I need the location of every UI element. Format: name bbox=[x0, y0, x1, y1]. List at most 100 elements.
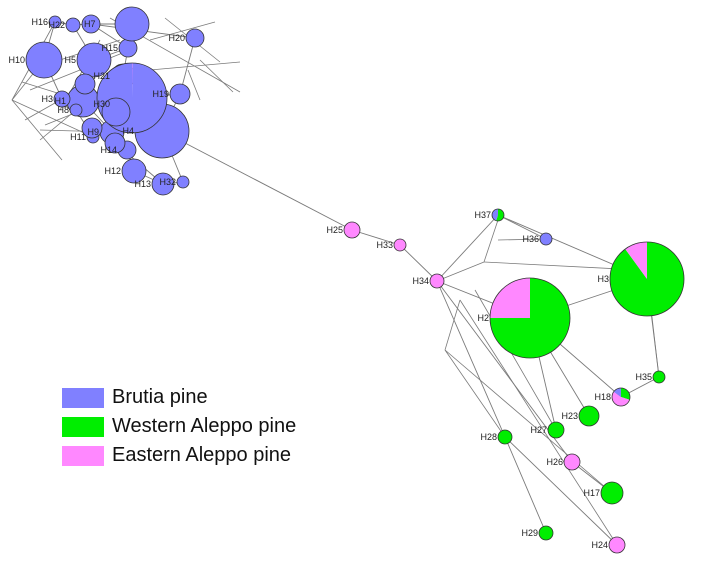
mesh-line-7 bbox=[149, 61, 241, 71]
legend-item-western: Western Aleppo pine bbox=[62, 412, 296, 441]
node-outline bbox=[600, 481, 624, 505]
node-outline bbox=[76, 42, 112, 78]
pie-slice-brutia bbox=[26, 42, 62, 78]
haplotype-node-h34 bbox=[429, 273, 445, 289]
pie-slice-brutia bbox=[115, 7, 149, 41]
link-line-5 bbox=[444, 349, 613, 494]
node-outline bbox=[609, 241, 685, 317]
haplotype-node-h36 bbox=[539, 232, 553, 246]
node-label-h33: H33 bbox=[376, 240, 393, 250]
node-label-h5: H5 bbox=[64, 55, 76, 65]
node-label-h22: H22 bbox=[48, 20, 65, 30]
pie-slice-western bbox=[621, 388, 630, 400]
node-outline bbox=[53, 90, 71, 108]
pie-slice-brutia bbox=[82, 118, 102, 138]
node-outline bbox=[25, 41, 63, 79]
haplotype-node-h35 bbox=[652, 370, 666, 384]
pie-slice-brutia bbox=[54, 91, 70, 107]
edge-H34-H28 bbox=[436, 280, 506, 438]
link-line-8 bbox=[497, 238, 547, 241]
node-label-h17: H17 bbox=[583, 488, 600, 498]
node-outline bbox=[491, 208, 505, 222]
node-outline bbox=[176, 175, 190, 189]
mesh-line-15 bbox=[11, 99, 63, 161]
network-nodes bbox=[25, 6, 685, 554]
node-label-h8: H8 bbox=[57, 105, 69, 115]
haplotype-node-h8 bbox=[69, 103, 83, 117]
node-outline bbox=[538, 525, 554, 541]
haplotype-node-h26 bbox=[563, 453, 581, 471]
edge-H37-H36 bbox=[497, 214, 547, 240]
pie-slice-western bbox=[601, 482, 623, 504]
node-outline bbox=[81, 117, 103, 139]
legend-item-brutia: Brutia pine bbox=[62, 383, 296, 412]
pie-slice-brutia bbox=[70, 104, 82, 116]
mesh-line-14 bbox=[187, 69, 201, 101]
haplotype-node-h19 bbox=[169, 83, 191, 105]
haplotype-node-h20 bbox=[185, 28, 205, 48]
node-outline bbox=[81, 14, 101, 34]
node-outline bbox=[69, 103, 83, 117]
haplotype-node-hb3 bbox=[101, 97, 131, 127]
edge-H34-H37 bbox=[436, 214, 499, 282]
link-line-7 bbox=[474, 289, 557, 431]
node-outline bbox=[393, 238, 407, 252]
node-label-h27: H27 bbox=[530, 425, 547, 435]
link-line-0 bbox=[436, 261, 485, 282]
node-outline bbox=[429, 273, 445, 289]
haplotype-node-h22 bbox=[65, 17, 81, 33]
node-outline bbox=[652, 370, 666, 384]
pie-slice-western bbox=[610, 242, 685, 317]
node-outline bbox=[151, 172, 175, 196]
pie-slice-brutia bbox=[105, 133, 125, 153]
pie-slice-western bbox=[579, 406, 599, 426]
pie-slice-western bbox=[539, 526, 553, 540]
node-outline bbox=[74, 73, 96, 95]
node-label-h19: H19 bbox=[152, 89, 169, 99]
node-outline bbox=[497, 429, 513, 445]
pie-slice-eastern bbox=[564, 454, 580, 470]
edge-H28-H24 bbox=[504, 436, 618, 546]
pie-slice-brutia bbox=[66, 18, 80, 32]
node-label-h7: H7 bbox=[84, 19, 96, 29]
node-outline bbox=[96, 62, 168, 134]
pie-slice-eastern bbox=[490, 278, 530, 318]
node-label-h24: H24 bbox=[591, 540, 608, 550]
node-label-h21: H21 bbox=[93, 71, 110, 81]
node-outline bbox=[114, 6, 150, 42]
link-line-3 bbox=[444, 299, 461, 351]
node-outline bbox=[539, 232, 553, 246]
pie-slice-brutia bbox=[170, 84, 190, 104]
haplotype-node-h5 bbox=[76, 42, 112, 78]
pie-slice-western bbox=[498, 430, 512, 444]
legend-swatch-western bbox=[62, 416, 104, 437]
node-label-h29: H29 bbox=[521, 528, 538, 538]
node-label-h37: H37 bbox=[474, 210, 491, 220]
haplotype-node-h37 bbox=[491, 208, 505, 222]
legend-label-eastern: Eastern Aleppo pine bbox=[112, 444, 292, 466]
haplotype-node-h3b bbox=[609, 241, 685, 317]
haplotype-node-h32 bbox=[176, 175, 190, 189]
pie-slice-western bbox=[548, 422, 564, 438]
haplotype-node-hb6 bbox=[74, 73, 96, 95]
haplotype-node-hb5 bbox=[104, 132, 126, 154]
pie-slice-brutia bbox=[186, 29, 204, 47]
node-outline bbox=[343, 221, 361, 239]
node-label-h18: H18 bbox=[594, 392, 611, 402]
haplotype-node-h12 bbox=[121, 158, 147, 184]
node-label-h23: H23 bbox=[561, 411, 578, 421]
pie-slice-eastern bbox=[344, 222, 360, 238]
edge-H33-H34 bbox=[399, 244, 438, 282]
node-label-h36: H36 bbox=[522, 234, 539, 244]
pie-slice-brutia bbox=[492, 209, 498, 221]
haplotype-node-h18 bbox=[611, 387, 631, 407]
node-label-h10: H10 bbox=[8, 55, 25, 65]
pie-slice-eastern bbox=[394, 239, 406, 251]
node-label-h1: H1 bbox=[54, 96, 66, 106]
legend-label-brutia: Brutia pine bbox=[112, 386, 208, 408]
legend-label-western: Western Aleppo pine bbox=[112, 415, 297, 437]
node-label-h35: H35 bbox=[635, 372, 652, 382]
haplotype-node-h24 bbox=[608, 536, 626, 554]
pie-slice-western bbox=[496, 209, 504, 221]
